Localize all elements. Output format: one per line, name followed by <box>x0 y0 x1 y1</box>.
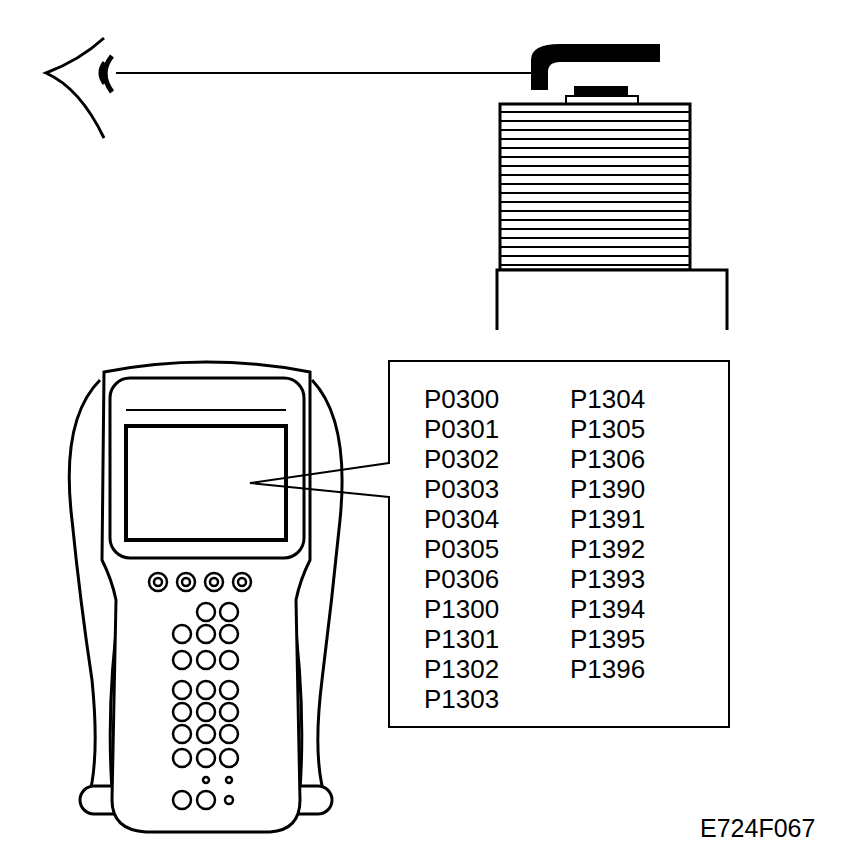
trouble-code: P1300 <box>424 594 499 624</box>
scan-tool <box>69 362 342 832</box>
trouble-code: P1301 <box>424 624 499 654</box>
callout-box: P0300P0301P0302P0303P0304P0305P0306P1300… <box>388 360 730 728</box>
trouble-code: P1390 <box>570 474 645 504</box>
trouble-code: P1302 <box>424 654 499 684</box>
trouble-code: P1306 <box>570 444 645 474</box>
trouble-code: P1391 <box>570 504 645 534</box>
trouble-code: P0304 <box>424 504 499 534</box>
trouble-code: P1394 <box>570 594 645 624</box>
trouble-code: P0305 <box>424 534 499 564</box>
trouble-code: P1304 <box>570 384 645 414</box>
ignition-coil <box>497 44 727 330</box>
trouble-code: P1392 <box>570 534 645 564</box>
trouble-code: P1393 <box>570 564 645 594</box>
trouble-code: P0306 <box>424 564 499 594</box>
trouble-code: P1303 <box>424 684 499 714</box>
trouble-code: P0303 <box>424 474 499 504</box>
trouble-code: P1395 <box>570 624 645 654</box>
eye-symbol <box>46 38 112 138</box>
trouble-code: P1396 <box>570 654 645 684</box>
figure-number: E724F067 <box>700 813 815 843</box>
trouble-code: P0302 <box>424 444 499 474</box>
trouble-code: P1305 <box>570 414 645 444</box>
sight-line <box>116 72 531 74</box>
trouble-code: P0301 <box>424 414 499 444</box>
trouble-code: P0300 <box>424 384 499 414</box>
